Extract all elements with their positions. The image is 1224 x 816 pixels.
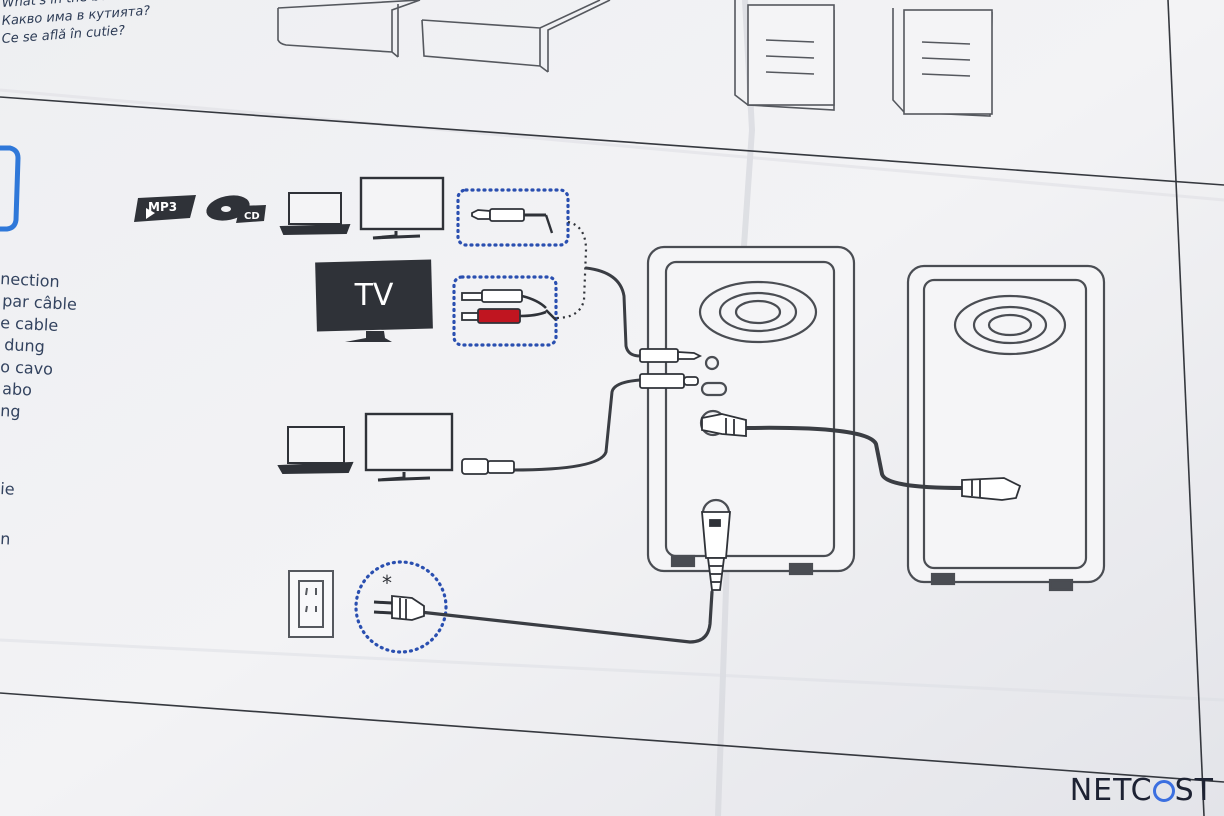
connection-label: o cavo <box>0 357 53 379</box>
plug-callout <box>354 560 448 654</box>
speaker-left <box>646 245 856 576</box>
usb-cable <box>510 378 642 472</box>
usb-a-plug <box>461 458 515 475</box>
connection-label: abo <box>2 379 33 400</box>
rca-callout <box>452 275 558 347</box>
usb-c-port <box>700 381 728 397</box>
speaker-link-plug-left <box>701 413 747 437</box>
watermark-suffix: ST <box>1174 773 1214 808</box>
stand-left <box>277 0 421 58</box>
blue-tab <box>0 145 21 232</box>
connection-label: n <box>0 529 11 549</box>
wall-outlet-icon <box>288 570 334 638</box>
aux-cable <box>584 266 642 358</box>
aux-plug-inserted <box>639 348 703 363</box>
cd-label: CD <box>244 211 260 222</box>
watermark-prefix: NETC <box>1069 773 1153 808</box>
connection-label: ng <box>0 401 21 421</box>
rca-plugs <box>461 289 557 324</box>
aux-port <box>704 355 720 371</box>
stand-right <box>421 0 611 73</box>
header-language-line: What's in the box? <box>1 0 123 11</box>
box-contents <box>277 0 993 117</box>
connection-label: e cable <box>0 313 59 335</box>
section-divider <box>0 692 1224 783</box>
page-border <box>1167 0 1205 816</box>
callout-link <box>555 220 588 320</box>
watermark-o-icon <box>1152 780 1175 802</box>
monitor-icon-top <box>359 176 445 240</box>
tv-icon: TV <box>315 259 433 342</box>
connection-label: nection <box>0 269 60 291</box>
manual-a-front <box>747 4 835 106</box>
cd-icon: CD <box>206 195 266 223</box>
manual-b-front <box>903 9 993 115</box>
power-cable <box>418 590 714 644</box>
fold-crease <box>0 88 1224 202</box>
connection-label: par câble <box>2 291 78 314</box>
laptop-icon-top <box>279 192 351 236</box>
power-connector <box>701 511 731 591</box>
mp3-label: MP3 <box>148 200 177 214</box>
laptop-icon-bottom <box>277 426 354 475</box>
cables <box>418 266 964 644</box>
speaker-link-plug-right <box>961 477 1022 501</box>
speaker-right <box>906 264 1106 592</box>
dotted-callouts <box>354 188 570 654</box>
usb-c-plug-inserted <box>639 373 699 389</box>
speaker-link-cable <box>744 425 964 490</box>
monitor-icon-bottom <box>364 412 454 482</box>
connection-label: dung <box>4 335 46 356</box>
plug-note: * <box>382 571 392 595</box>
fold-crease <box>0 638 1224 702</box>
mains-plug <box>373 595 425 621</box>
aux-plug <box>471 208 554 234</box>
tv-label: TV <box>354 278 394 313</box>
netcost-watermark: NETC ST <box>1070 773 1214 808</box>
mp3-icon: MP3 <box>134 195 196 222</box>
connection-label: ie <box>0 479 15 499</box>
section-divider <box>0 96 1224 186</box>
aux-callout <box>456 188 570 247</box>
